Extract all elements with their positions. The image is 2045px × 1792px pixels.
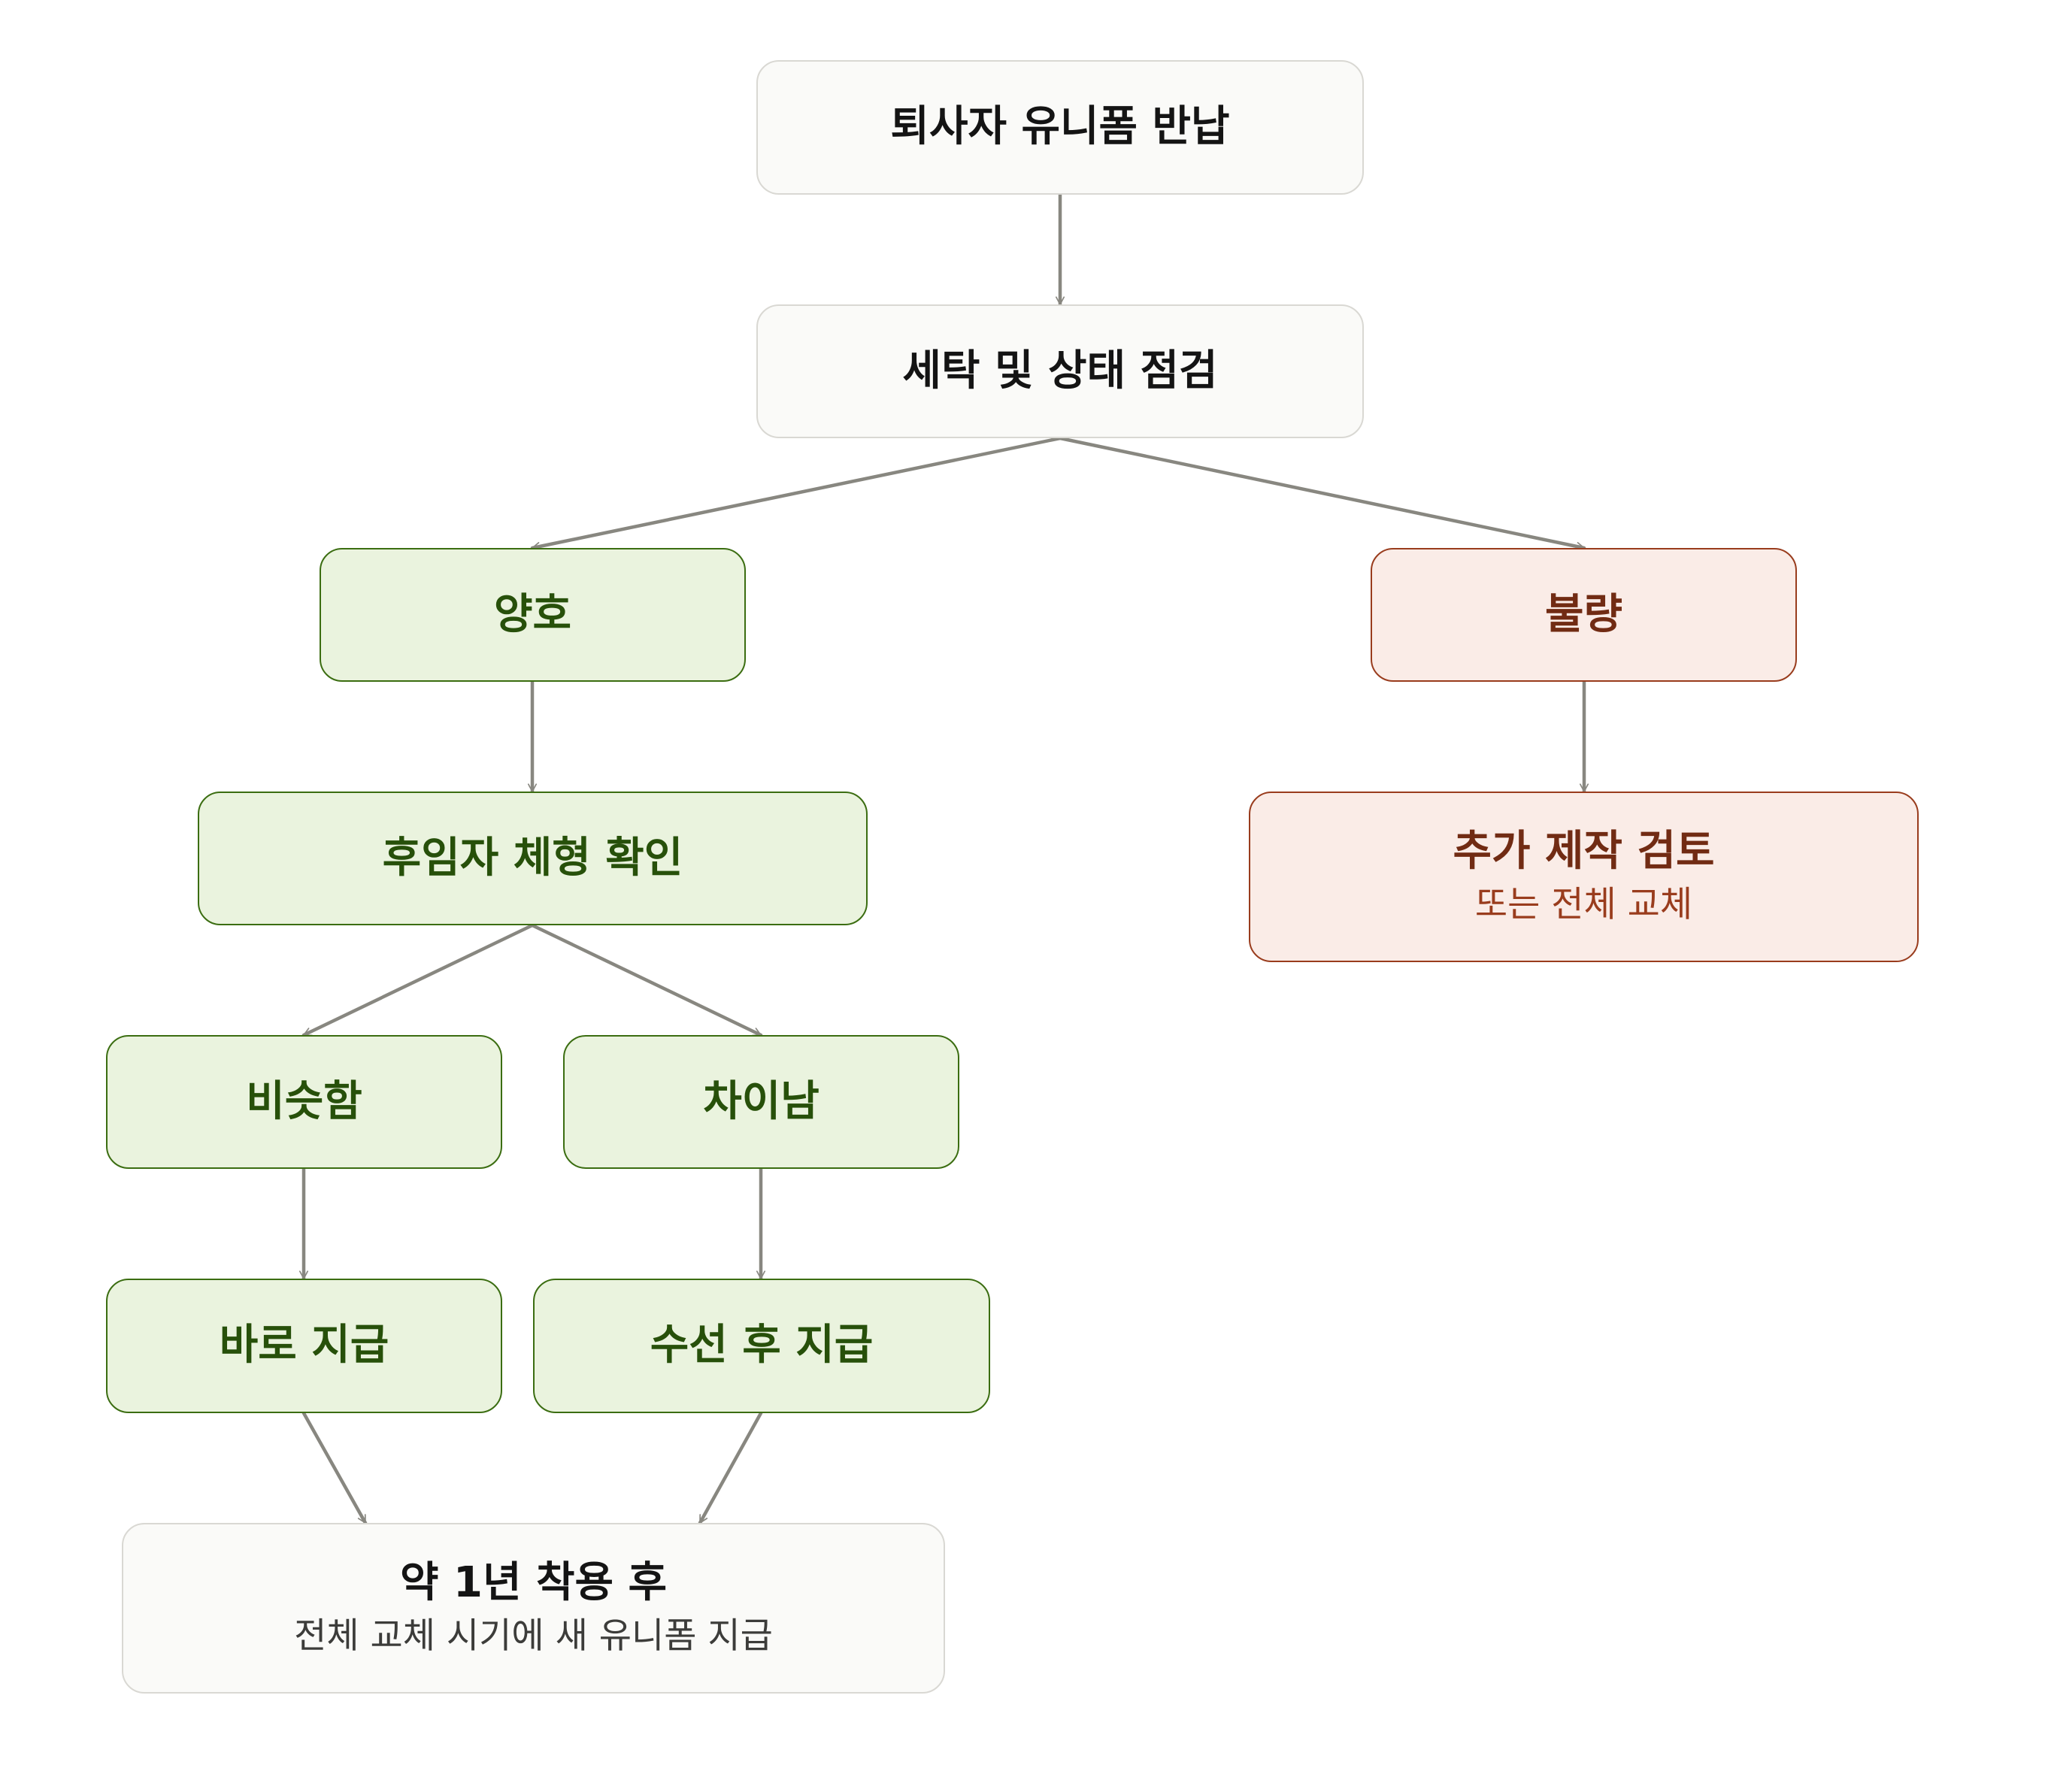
edge-fit-check-to-similar: [301, 923, 535, 1037]
node-wash-inspect-title: 세탁 및 상태 점검: [902, 346, 1218, 395]
node-fit-check: 후임자 체형 확인: [198, 792, 868, 925]
node-good-condition: 양호: [320, 548, 746, 682]
edge-issue-now-to-final: [301, 1411, 368, 1525]
node-similar-title: 비슷함: [246, 1076, 362, 1126]
node-bad-condition-title: 불량: [1544, 589, 1623, 639]
node-issue-now: 바로 지급: [106, 1279, 502, 1413]
node-additional-review: 추가 제작 검토 또는 전체 교체: [1249, 792, 1919, 962]
node-similar: 비슷함: [106, 1035, 502, 1169]
node-bad-condition: 불량: [1371, 548, 1797, 682]
node-issue-after-repair-title: 수선 후 지급: [650, 1321, 874, 1370]
node-issue-after-repair: 수선 후 지급: [533, 1279, 990, 1413]
node-different: 차이남: [563, 1035, 959, 1169]
edge-inspect-to-good: [530, 436, 1062, 551]
edge-inspect-to-bad: [1058, 436, 1586, 551]
node-good-condition-title: 양호: [493, 589, 572, 639]
node-fit-check-title: 후임자 체형 확인: [382, 833, 683, 882]
edge-fit-check-to-different: [530, 923, 763, 1037]
node-final-replacement: 약 1년 착용 후 전체 교체 시기에 새 유니폼 지급: [122, 1523, 945, 1694]
node-different-title: 차이남: [703, 1076, 820, 1126]
node-uniform-return-title: 퇴사자 유니폼 반납: [890, 102, 1230, 152]
node-final-replacement-subtitle: 전체 교체 시기에 새 유니폼 지급: [294, 1615, 773, 1657]
node-issue-now-title: 바로 지급: [219, 1321, 389, 1370]
node-final-replacement-title: 약 1년 착용 후: [399, 1558, 668, 1608]
node-wash-inspect: 세탁 및 상태 점검: [756, 304, 1364, 438]
node-uniform-return: 퇴사자 유니폼 반납: [756, 60, 1364, 195]
node-additional-review-subtitle: 또는 전체 교체: [1474, 883, 1693, 925]
node-additional-review-title: 추가 제작 검토: [1453, 827, 1715, 876]
edge-issue-after-repair-to-final: [698, 1411, 763, 1525]
